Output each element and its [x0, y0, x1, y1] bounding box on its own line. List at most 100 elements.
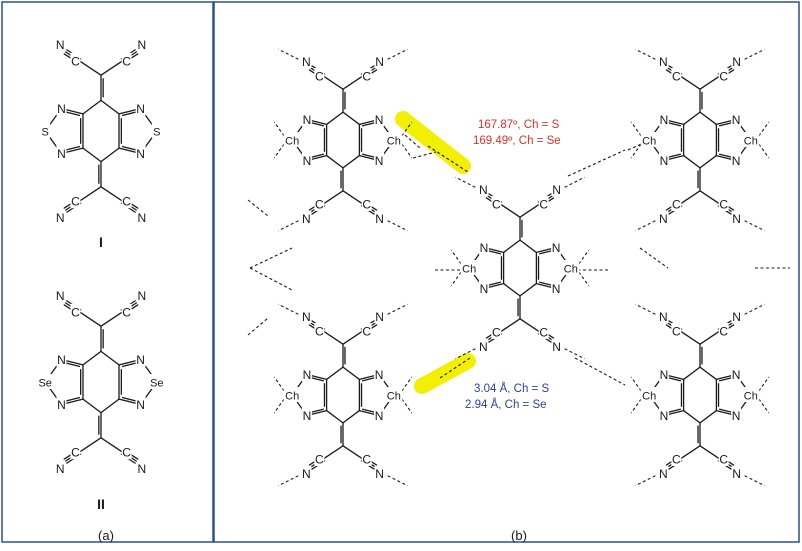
contact-dash — [401, 376, 413, 392]
chalcogen-contact — [247, 199, 269, 217]
cyano-bond — [679, 190, 701, 205]
atom-label-background — [385, 387, 403, 402]
cyano-bond — [342, 445, 364, 460]
cyano-bond — [679, 445, 701, 460]
chalcogen-contact — [639, 247, 669, 269]
chalcogen-contact — [439, 357, 471, 379]
nitrogen-atom: N — [303, 409, 312, 423]
atom-label-background — [55, 209, 66, 225]
atom-label-background — [731, 308, 742, 324]
nitrogen-atom: N — [137, 38, 146, 52]
cyano-bond — [100, 186, 124, 202]
nitrogen-atom: N — [660, 113, 669, 127]
atom-label-background — [40, 123, 51, 138]
contact-dash — [635, 303, 656, 315]
ring-bond — [325, 409, 344, 424]
nitrogen-atom: N — [552, 340, 561, 354]
atom-label-background — [121, 193, 132, 209]
atom-label-background — [314, 323, 325, 339]
atom-label-background — [491, 196, 502, 212]
atom-label-background — [538, 196, 549, 212]
chalcogen-contact — [427, 145, 469, 173]
contact-dash — [273, 121, 285, 137]
ring-bond — [100, 398, 120, 414]
atom-label-background — [374, 308, 385, 324]
ring-bond — [63, 361, 81, 368]
carbon-atom: C — [672, 452, 681, 466]
angle-annotation-s: 167.87º, Ch = S — [478, 119, 560, 131]
chalcogen-atom-left: Ch — [642, 136, 656, 148]
contact-dash — [450, 249, 462, 265]
atom-label-background — [460, 260, 478, 275]
atom-label-background — [551, 338, 562, 354]
atom-label-background — [55, 460, 66, 476]
ring-bond — [82, 350, 102, 366]
atom-label-background — [55, 36, 66, 52]
contact-dash — [401, 121, 413, 137]
chalcogen-contact — [249, 247, 293, 269]
contact-dash — [744, 303, 765, 315]
atom-label-background — [56, 145, 67, 161]
contact-dash — [578, 249, 590, 265]
carbon-atom: C — [492, 198, 501, 212]
carbon-atom: C — [71, 195, 80, 209]
contact-dash — [635, 475, 656, 487]
atom-label-background — [478, 181, 489, 197]
atom-label-background — [301, 465, 312, 481]
nitrogen-atom: N — [136, 102, 145, 116]
ring-bond — [100, 99, 120, 115]
contact-dash — [630, 376, 642, 392]
atom-label-background — [56, 351, 67, 367]
nitrogen-atom: N — [375, 113, 384, 127]
ring-bond — [325, 154, 344, 169]
chalcogen-atom-right: Ch — [744, 391, 758, 403]
contact-dash — [635, 48, 656, 60]
chalcogen-atom-right: Se — [150, 378, 163, 390]
atom-label-background — [718, 195, 729, 211]
ring-bond — [121, 145, 139, 152]
highlight-layer — [395, 111, 476, 394]
contact-dash — [273, 376, 285, 392]
nitrogen-atom: N — [303, 368, 312, 382]
nitrogen-atom: N — [552, 183, 561, 197]
atom-label-background — [731, 53, 742, 69]
atom-label-background — [56, 100, 67, 116]
atom-label-background — [135, 100, 146, 116]
cyano-bond — [322, 445, 344, 460]
atom-label-background — [658, 111, 669, 127]
nitrogen-atom: N — [732, 310, 741, 324]
nitrogen-atom: N — [375, 212, 384, 226]
atom-label-background — [301, 111, 312, 127]
atom-label-background — [314, 68, 325, 84]
ring-bond — [100, 147, 120, 163]
atom-label-background — [658, 407, 669, 423]
contact-dash — [387, 303, 408, 315]
nitrogen-atom: N — [302, 310, 311, 324]
carbon-atom: C — [492, 325, 501, 339]
atom-label-background — [551, 239, 562, 255]
atom-label-background — [658, 210, 669, 226]
carbon-atom: C — [362, 70, 371, 84]
cyano-bond — [679, 330, 701, 345]
nitrogen-atom: N — [552, 241, 561, 255]
atom-label-background — [374, 111, 385, 127]
nitrogen-atom: N — [137, 462, 146, 476]
chalcogen-atom-right: S — [153, 127, 160, 139]
atom-label-background — [731, 407, 742, 423]
ring-bond — [699, 154, 718, 169]
panel-label-a: (a) — [98, 528, 114, 543]
atom-label-background — [640, 132, 658, 147]
carbon-atom: C — [122, 195, 131, 209]
carbon-atom: C — [122, 446, 131, 460]
contact-dash — [630, 398, 642, 414]
nitrogen-atom: N — [57, 147, 66, 161]
ring-bond — [325, 111, 344, 126]
contact-dash — [564, 176, 585, 188]
nitrogen-atom: N — [302, 467, 311, 481]
carbon-atom: C — [362, 325, 371, 339]
ring-bond — [682, 154, 701, 169]
chalcogen-atom-left: S — [42, 127, 49, 139]
atom-label-background — [136, 209, 147, 225]
